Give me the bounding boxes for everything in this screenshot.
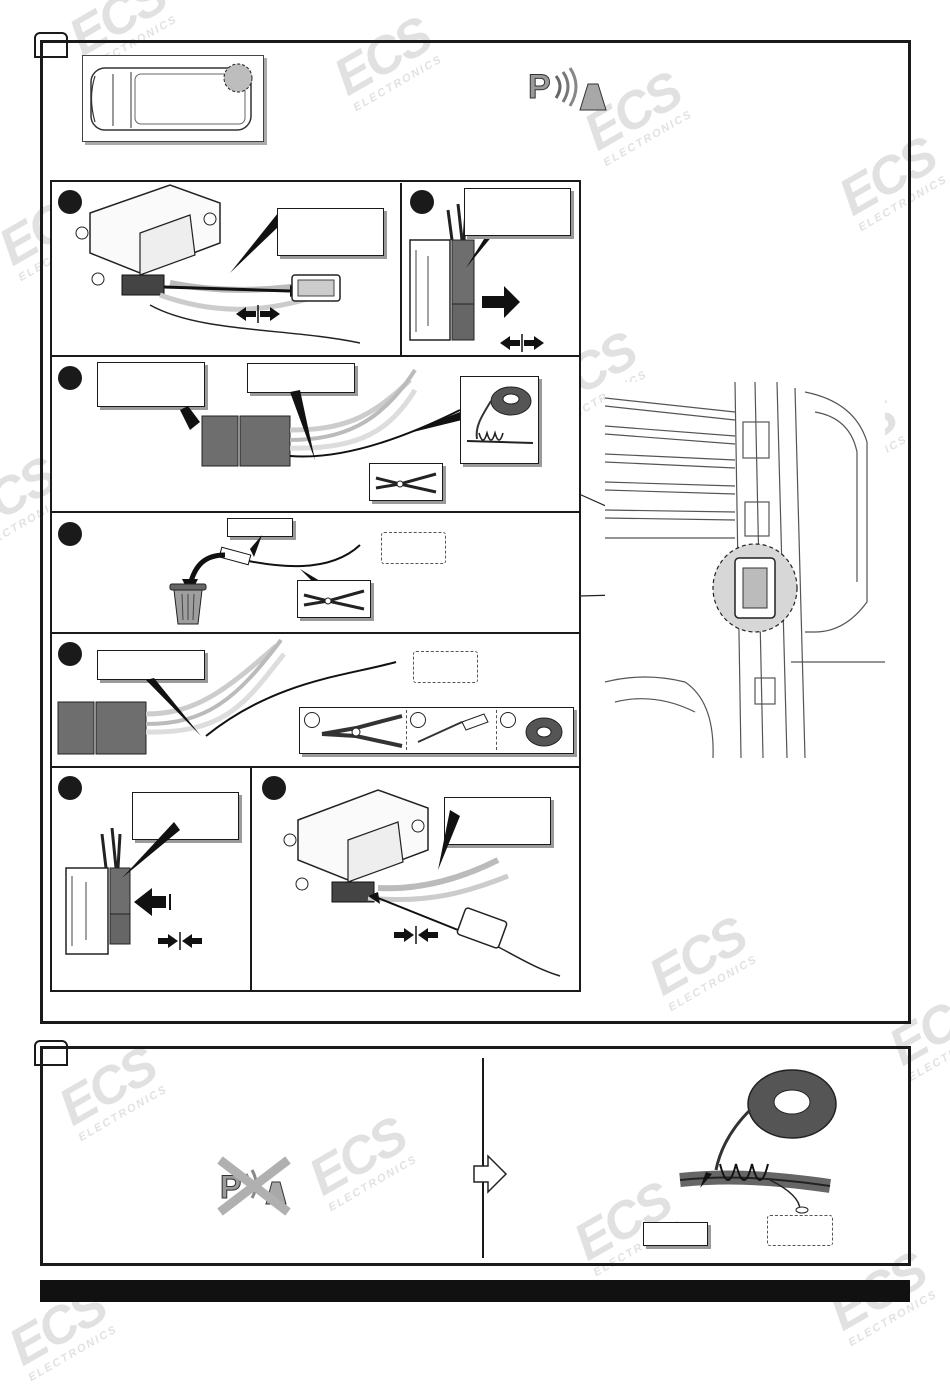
step1-module-illustration	[75, 184, 361, 344]
step5-dashed-callout	[413, 651, 478, 683]
bottom-step-frame	[40, 1046, 911, 1266]
disconnect-arrows-icon	[236, 305, 280, 323]
disconnect-arrows-icon	[500, 334, 544, 352]
step5-wiring-illustration	[57, 638, 397, 755]
step-dot-7	[262, 776, 286, 800]
step4-dashed-callout	[381, 532, 446, 564]
step3-callout-left	[97, 362, 205, 407]
step7-callout	[444, 797, 551, 845]
divider	[52, 632, 579, 634]
no-parking-sensor-icon: P	[216, 1156, 292, 1216]
divider	[52, 511, 579, 513]
step2-callout	[464, 188, 571, 236]
crimp-tool-icon	[321, 714, 403, 748]
divider	[400, 183, 402, 355]
tape-callout	[643, 1222, 708, 1246]
tool-option-dot	[304, 712, 320, 728]
step3-callout-right	[247, 363, 355, 393]
step1-callout	[277, 208, 384, 256]
connect-arrows-icon	[394, 926, 438, 944]
tape-tool-box	[460, 376, 539, 464]
pliers-icon	[303, 589, 365, 611]
step5-tools-box	[299, 707, 574, 754]
tape-dashed-callout	[767, 1215, 833, 1246]
tool-option-dot	[500, 712, 516, 728]
soldering-iron-icon	[417, 713, 489, 743]
step-dot-6	[58, 776, 82, 800]
parking-sensor-icon: P	[528, 62, 608, 118]
arrow-right-icon	[470, 1154, 510, 1194]
divider	[250, 768, 252, 990]
insulation-tape-icon	[525, 717, 563, 747]
step7-module-illustration	[283, 789, 561, 977]
footer-bar	[40, 1280, 910, 1302]
step4-callout	[227, 518, 293, 537]
step-tab-bottom	[34, 1040, 68, 1066]
svg-text:P: P	[528, 68, 551, 106]
trash-bin-icon	[168, 580, 208, 625]
tool-divider	[406, 710, 408, 750]
tool-divider	[496, 710, 498, 750]
step3-wiring-illustration	[180, 368, 462, 467]
vehicle-top-view	[82, 55, 264, 142]
bottom-divider	[482, 1058, 484, 1258]
divider	[52, 766, 579, 768]
step6-connector-illustration	[65, 822, 180, 955]
top-step-frame	[40, 40, 911, 1024]
pliers-icon	[375, 472, 437, 494]
vehicle-door-detail	[604, 381, 885, 760]
divider	[52, 355, 579, 357]
step-dot-3	[58, 366, 82, 390]
step6-callout	[132, 792, 239, 840]
tape-wrap-illustration	[679, 1069, 837, 1214]
step-tab-top	[34, 32, 68, 58]
connect-arrows-icon	[158, 932, 202, 950]
step-dot-4	[58, 522, 82, 546]
pliers-tool-box	[297, 580, 371, 618]
step-dot-1	[58, 190, 82, 214]
pliers-tool-box	[369, 463, 443, 501]
step-dot-5	[58, 642, 82, 666]
step5-callout	[97, 650, 205, 680]
tool-option-dot	[410, 712, 426, 728]
step-dot-2	[410, 190, 434, 214]
insulation-tape-icon	[466, 386, 534, 444]
